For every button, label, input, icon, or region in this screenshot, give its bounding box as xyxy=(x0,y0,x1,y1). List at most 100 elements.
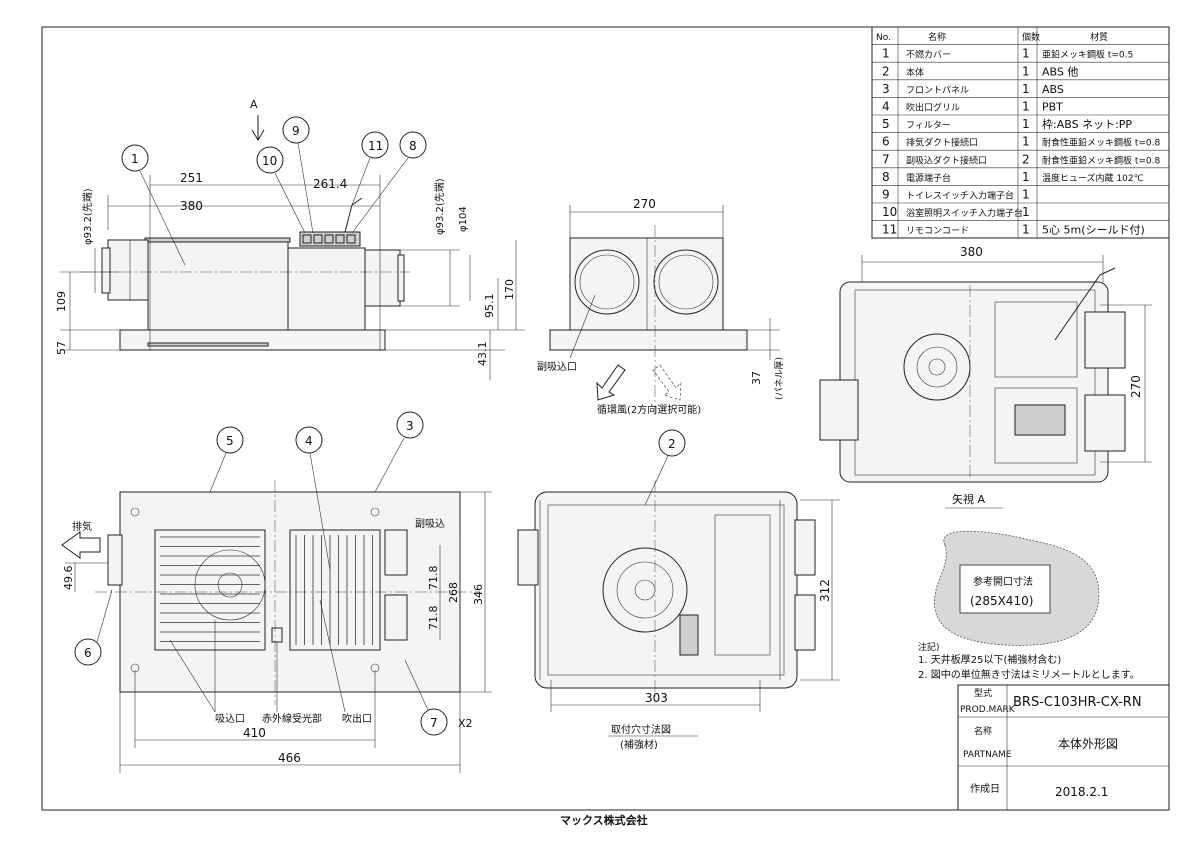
table-cell: 5 xyxy=(882,117,890,131)
table-cell: 電源端子台 xyxy=(906,172,951,184)
table-header-cell: 材質 xyxy=(1090,31,1108,43)
dim-380: 380 xyxy=(180,199,203,213)
label-exhaust: 排気 xyxy=(72,520,92,533)
opening-size: (285X410) xyxy=(970,594,1033,608)
table-cell: 耐食性亜鉛メッキ鋼板 t=0.8 xyxy=(1042,137,1161,149)
label-airflow: 循環風(2方向選択可能) xyxy=(597,403,701,416)
table-cell: 1 xyxy=(1022,135,1030,149)
company-name: マックス株式会社 xyxy=(560,813,648,827)
table-cell: 5心 5m(シールド付) xyxy=(1042,224,1145,237)
dim-104: φ104 xyxy=(458,206,469,232)
label-sub-intake-front: 副吸込口 xyxy=(537,361,577,373)
mount-caption: 取付穴寸法図 xyxy=(611,723,671,736)
dim-312: 312 xyxy=(818,579,832,602)
table-cell: 11 xyxy=(882,223,897,237)
table-cell: ABS xyxy=(1042,83,1064,96)
table-cell: 10 xyxy=(882,205,897,219)
dim-270-top: 270 xyxy=(1129,375,1143,398)
dim-43-1: 43.1 xyxy=(476,342,489,367)
partname-label: 名称 xyxy=(974,725,992,737)
balloon-2: 2 xyxy=(668,437,676,451)
dim-93-2-left: φ93.2(先端) xyxy=(81,188,94,245)
date-label: 作成日 xyxy=(970,783,1000,795)
side-view: A 1 9 10 11 8 251 261.4 380 φ93.2(先端) φ9… xyxy=(55,98,525,380)
table-cell: 1 xyxy=(1022,223,1030,237)
balloon-6: 6 xyxy=(84,646,92,660)
label-ir-receiver: 赤外線受光部 xyxy=(262,712,322,725)
table-cell: フィルター xyxy=(906,120,951,131)
balloon-8: 8 xyxy=(409,139,417,153)
table-cell: 1 xyxy=(1022,82,1030,96)
table-cell: 1 xyxy=(1022,188,1030,202)
notes-title: 注記) xyxy=(918,641,940,653)
label-x2: X2 xyxy=(458,717,473,730)
table-cell: 1 xyxy=(1022,117,1030,131)
table-cell: 1 xyxy=(1022,100,1030,114)
table-cell: リモコンコード xyxy=(906,227,969,237)
balloon-3: 3 xyxy=(406,419,414,433)
table-cell: 1 xyxy=(1022,47,1030,61)
table-cell: フロントパネル xyxy=(906,85,969,96)
dim-71-8-upper: 71.8 xyxy=(427,566,440,591)
balloon-10: 10 xyxy=(262,154,277,168)
mount-caption-sub: (補強材) xyxy=(620,738,658,751)
table-cell: 不燃カバー xyxy=(906,49,951,61)
balloon-4: 4 xyxy=(305,434,313,448)
table-header-cell: No. xyxy=(876,33,891,43)
dim-37: 37 xyxy=(750,371,763,385)
airflow-arrow-icon xyxy=(596,364,626,401)
dim-93-2-right: φ93.2(先端) xyxy=(433,178,446,235)
balloon-7: 7 xyxy=(430,716,438,730)
table-cell: 副吸込ダクト接続口 xyxy=(906,154,987,166)
note-1: 1. 天井板厚25以下(補強材含む) xyxy=(918,653,1061,666)
notes: 注記) 1. 天井板厚25以下(補強材含む) 2. 図中の単位無き寸法はミリメー… xyxy=(918,641,1140,681)
dim-170: 170 xyxy=(503,279,516,300)
model-value: BRS-C103HR-CX-RN xyxy=(1013,695,1142,710)
table-cell: 温度ヒューズ内蔵 102℃ xyxy=(1042,172,1144,184)
table-cell: 浴室照明スイッチ入力端子台 xyxy=(906,207,1023,219)
table-cell: 1 xyxy=(1022,170,1030,184)
table-cell: 1 xyxy=(882,47,890,61)
dim-71-8-lower: 71.8 xyxy=(427,606,440,631)
dim-466: 466 xyxy=(278,751,301,765)
dim-303: 303 xyxy=(645,691,668,705)
table-cell: 7 xyxy=(882,152,890,166)
dim-49-6: 49.6 xyxy=(62,566,75,591)
table-cell: 1 xyxy=(1022,205,1030,219)
opening-title: 参考開口寸法 xyxy=(973,575,1033,588)
drawing-frame xyxy=(41,26,1170,811)
table-cell: ABS 他 xyxy=(1042,65,1078,78)
table-header-cell: 個数 xyxy=(1022,31,1040,43)
table-cell: 8 xyxy=(882,170,890,184)
note-2: 2. 図中の単位無き寸法はミリメートルとします。 xyxy=(918,668,1140,681)
dim-268: 268 xyxy=(447,582,460,603)
table-cell: 吹出口グリル xyxy=(906,102,960,114)
dim-109: 109 xyxy=(55,291,68,312)
table-cell: 2 xyxy=(1022,152,1030,166)
table-cell: 亜鉛メッキ鋼板 t=0.5 xyxy=(1042,49,1133,61)
label-outlet: 吹出口 xyxy=(342,712,372,725)
dim-37-note: (パネル厚) xyxy=(774,357,785,400)
table-cell: 排気ダクト接続口 xyxy=(906,137,978,149)
dim-251: 251 xyxy=(180,171,203,185)
table-cell: 本体 xyxy=(906,66,924,78)
mount-view: 303 312 取付穴寸法図 (補強材) 2 xyxy=(517,429,840,751)
dim-57: 57 xyxy=(55,341,68,355)
top-view: 380 270 矢視 A xyxy=(819,245,1152,509)
table-cell: 1 xyxy=(1022,64,1030,78)
opening-reference: 参考開口寸法 (285X410) xyxy=(934,530,1100,646)
table-header-cell: 名称 xyxy=(928,31,946,43)
table-cell: 枠:ABS ネット:PP xyxy=(1042,117,1132,131)
model-label-en: PROD.MARK xyxy=(960,705,1016,715)
table-cell: PBT xyxy=(1042,101,1063,114)
dim-380-top: 380 xyxy=(960,245,983,259)
table-cell: 6 xyxy=(882,135,890,149)
balloon-11: 11 xyxy=(368,139,383,153)
table-cell: 4 xyxy=(882,100,890,114)
table-cell: 9 xyxy=(882,188,890,202)
model-label: 型式 xyxy=(974,687,992,699)
airflow-arrow-alt-icon xyxy=(652,364,682,401)
front-view: 270 37 (パネル厚) 副吸込口 循環風(2方向選択可能) xyxy=(537,197,785,416)
